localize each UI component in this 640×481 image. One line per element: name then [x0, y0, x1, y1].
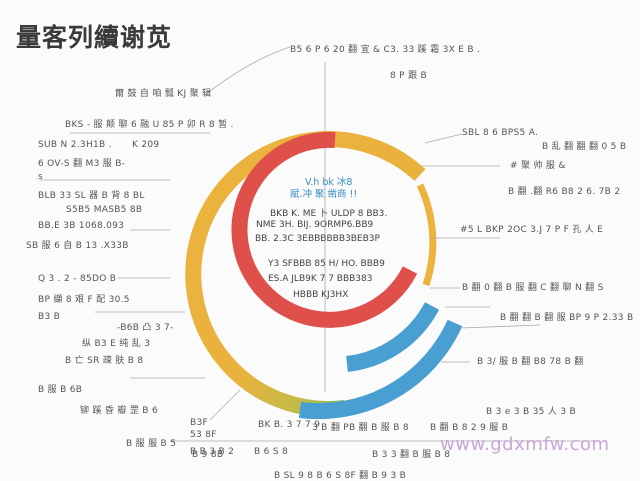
chart-label: 6 OV-S 翻 M3 服 B- [38, 159, 126, 169]
chart-label: B 6 S 8 [254, 447, 289, 457]
chart-label: # 聚 帅 服 & [510, 161, 566, 171]
watermark: www.gdxmfw.com [440, 434, 610, 455]
inner-arc [231, 131, 418, 328]
center-text: Y3 SFBBB 85 H/ HO. BBB9 [268, 259, 385, 269]
chart-label: 8 P 跟 B [390, 71, 428, 81]
center-text: NME 3H. BIJ. 9ORMP6.BB9 [256, 220, 374, 230]
chart-label: SB 服 6 自 B 13 .X33B [26, 241, 129, 251]
outer-arc-right [416, 183, 437, 287]
chart-label: B3 B [38, 312, 61, 322]
blue-arc-1 [345, 302, 440, 372]
chart-label: B 亡 SR 疎 肤 B 8 [65, 356, 144, 366]
chart-label: BKS - 服 颠 聊 6 融 U 85 P 卯 R 8 暂 . [65, 120, 234, 130]
chart-label: BK B. 3 7 7 9 [258, 420, 321, 430]
chart-label: 3 B 翻 PB 翻 B 服 B 8 [312, 423, 409, 433]
chart-label: B 3 e 3 B 35 人 3 B [486, 407, 576, 417]
chart-label: SBL 8 6 BPS5 A. [462, 128, 539, 138]
center-text: BB. 2.3C 3EBBBBBB3BEB3P [255, 234, 380, 244]
chart-label: BB.E 3B 1068.093 [38, 221, 125, 231]
chart-label: K 209 [132, 140, 160, 150]
chart-label: B SL 9 8 B 6 S 8F 翻 B 9 3 B [274, 471, 407, 481]
chart-label: Q 3 . 2 - 85DO B [38, 274, 117, 284]
blue-arc-2 [299, 319, 463, 420]
chart-label: B 翻 B 8 2 9 服 B [430, 423, 509, 433]
chart-label: BLB 33 SL 器 B 背 8 BL [38, 191, 145, 201]
chart-label: 爾 鼓 自 咱 瓢 KJ 聚 辑 [115, 89, 212, 99]
chart-label: #5 L BKP 2OC 3.J 7 P F 孔 人 E [460, 225, 604, 235]
center-text: ES.A JLB9K 7 7 BBB383 [268, 274, 373, 284]
chart-label: B 服 服 B 5 [126, 439, 177, 449]
center-text: HBBB KJ3HX [293, 290, 349, 300]
chart-label: SUB N 2.3H1B . [38, 140, 112, 150]
chart-label: 铆 蹊 昏 瓣 罡 B 6 [80, 406, 158, 416]
chart-label: 纵 B3 E 纯 乱 3 [82, 339, 151, 349]
chart-label: B 9 8B [192, 450, 224, 460]
center-highlight-1: V.h bk 冰8 [305, 177, 353, 188]
chart-label: B 服 B 6B [38, 385, 83, 395]
outer-arc [185, 131, 426, 418]
chart-label: s [38, 172, 43, 182]
chart-label: B5 6 P 6 20 翻 宜 & C3. 33 蹊 霜 3X E B . [290, 45, 481, 55]
chart-label: B 翻 .翻 R6 B8 2 6. 7B 2 [508, 187, 621, 197]
chart-label: 53 8F [190, 430, 217, 440]
center-text: BKB K. ME 卜 ULDP 8 BB3. [270, 209, 388, 219]
chart-label: B 翻 0 翻 B 服 翻 C 翻 聊 N 翻 S [462, 283, 604, 293]
chart-label: S5B5 MASB5 8B [66, 205, 143, 215]
chart-label: B 乱 翻 翻 翻 0 5 B [542, 142, 627, 152]
page-title: 量客列續谢苋 [16, 23, 173, 52]
chart-label: B 3/ 服 B 翻 B8 78 B 翻 [477, 357, 584, 367]
chart-label: -B6B 凸 3 7- [117, 323, 174, 333]
chart-label: B 翻 翻 B 翻 服 BP 9 P 2.33 B [500, 313, 634, 323]
chart-label: B B 3 B 2 [190, 447, 235, 457]
chart-label: B3F [190, 418, 208, 428]
chart-label: B 3 3 翻 B 服 B 8 [372, 450, 451, 460]
center-highlight-2: 赋.冲 聚 凿商 !! [290, 189, 358, 200]
chart-label: BP 纈 8 艰 F 配 30.5 [38, 295, 130, 305]
